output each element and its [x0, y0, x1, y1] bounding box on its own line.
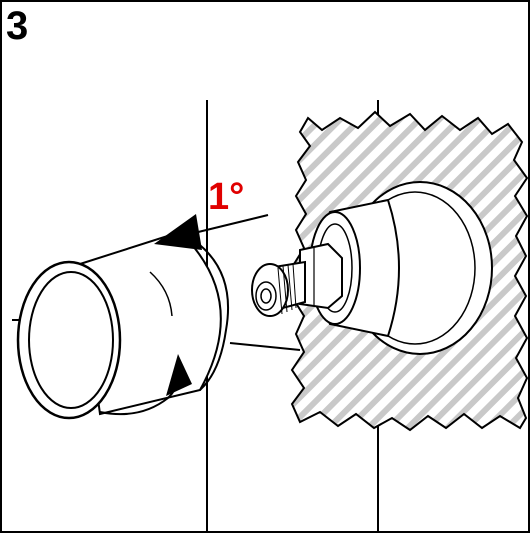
spline-teeth: [277, 263, 297, 315]
sleeve-cylinder: [16, 230, 230, 420]
rotation-arrow-head: [166, 354, 192, 396]
sleeve-back-edge: [179, 231, 230, 391]
valve-body: [251, 198, 400, 338]
rotation-angle-label: 1°: [208, 176, 245, 218]
rotation-arrow: [99, 354, 192, 416]
push-arrow-shaft: [189, 214, 269, 235]
step-number: 3: [6, 4, 29, 48]
alignment-line: [229, 342, 301, 351]
spindle-hex: [299, 242, 343, 310]
sleeve-contour-line: [149, 271, 173, 317]
push-arrow-head: [154, 214, 202, 250]
sleeve-inner-rim: [28, 271, 114, 409]
push-direction-arrow: [154, 214, 269, 250]
spline-tip: [255, 281, 277, 311]
spline-hole: [260, 288, 272, 304]
